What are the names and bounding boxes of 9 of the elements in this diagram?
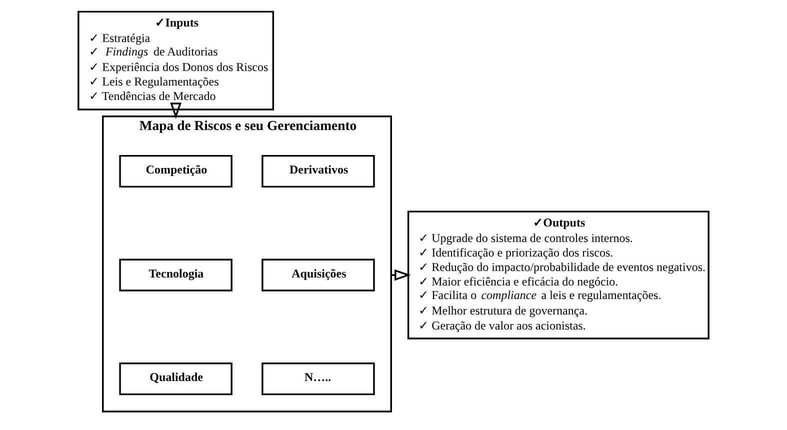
- arrow: [391, 269, 411, 281]
- node-box: N…..: [262, 362, 375, 396]
- node-box: Tecnologia: [119, 258, 232, 292]
- node-box: Derivativos: [262, 154, 375, 188]
- node-box: Competição: [119, 154, 232, 188]
- node-box: Qualidade: [119, 362, 232, 396]
- arrow: [170, 102, 182, 119]
- node-box: Aquisições: [262, 258, 375, 292]
- node-box: ✓Outputs ✓ Upgrade do sistema de controles internos. ✓ Identificação e priorização dos riscos. ✓ Redução do impacto/probabilidade de eventos negativos. ✓ Maior eficiência e eficácia do negócio. ✓ Facilita o compliance a leis e regulamentações. ✓ Melhor estrutura de governança. ✓ Geração de valor aos acionistas.: [407, 210, 710, 340]
